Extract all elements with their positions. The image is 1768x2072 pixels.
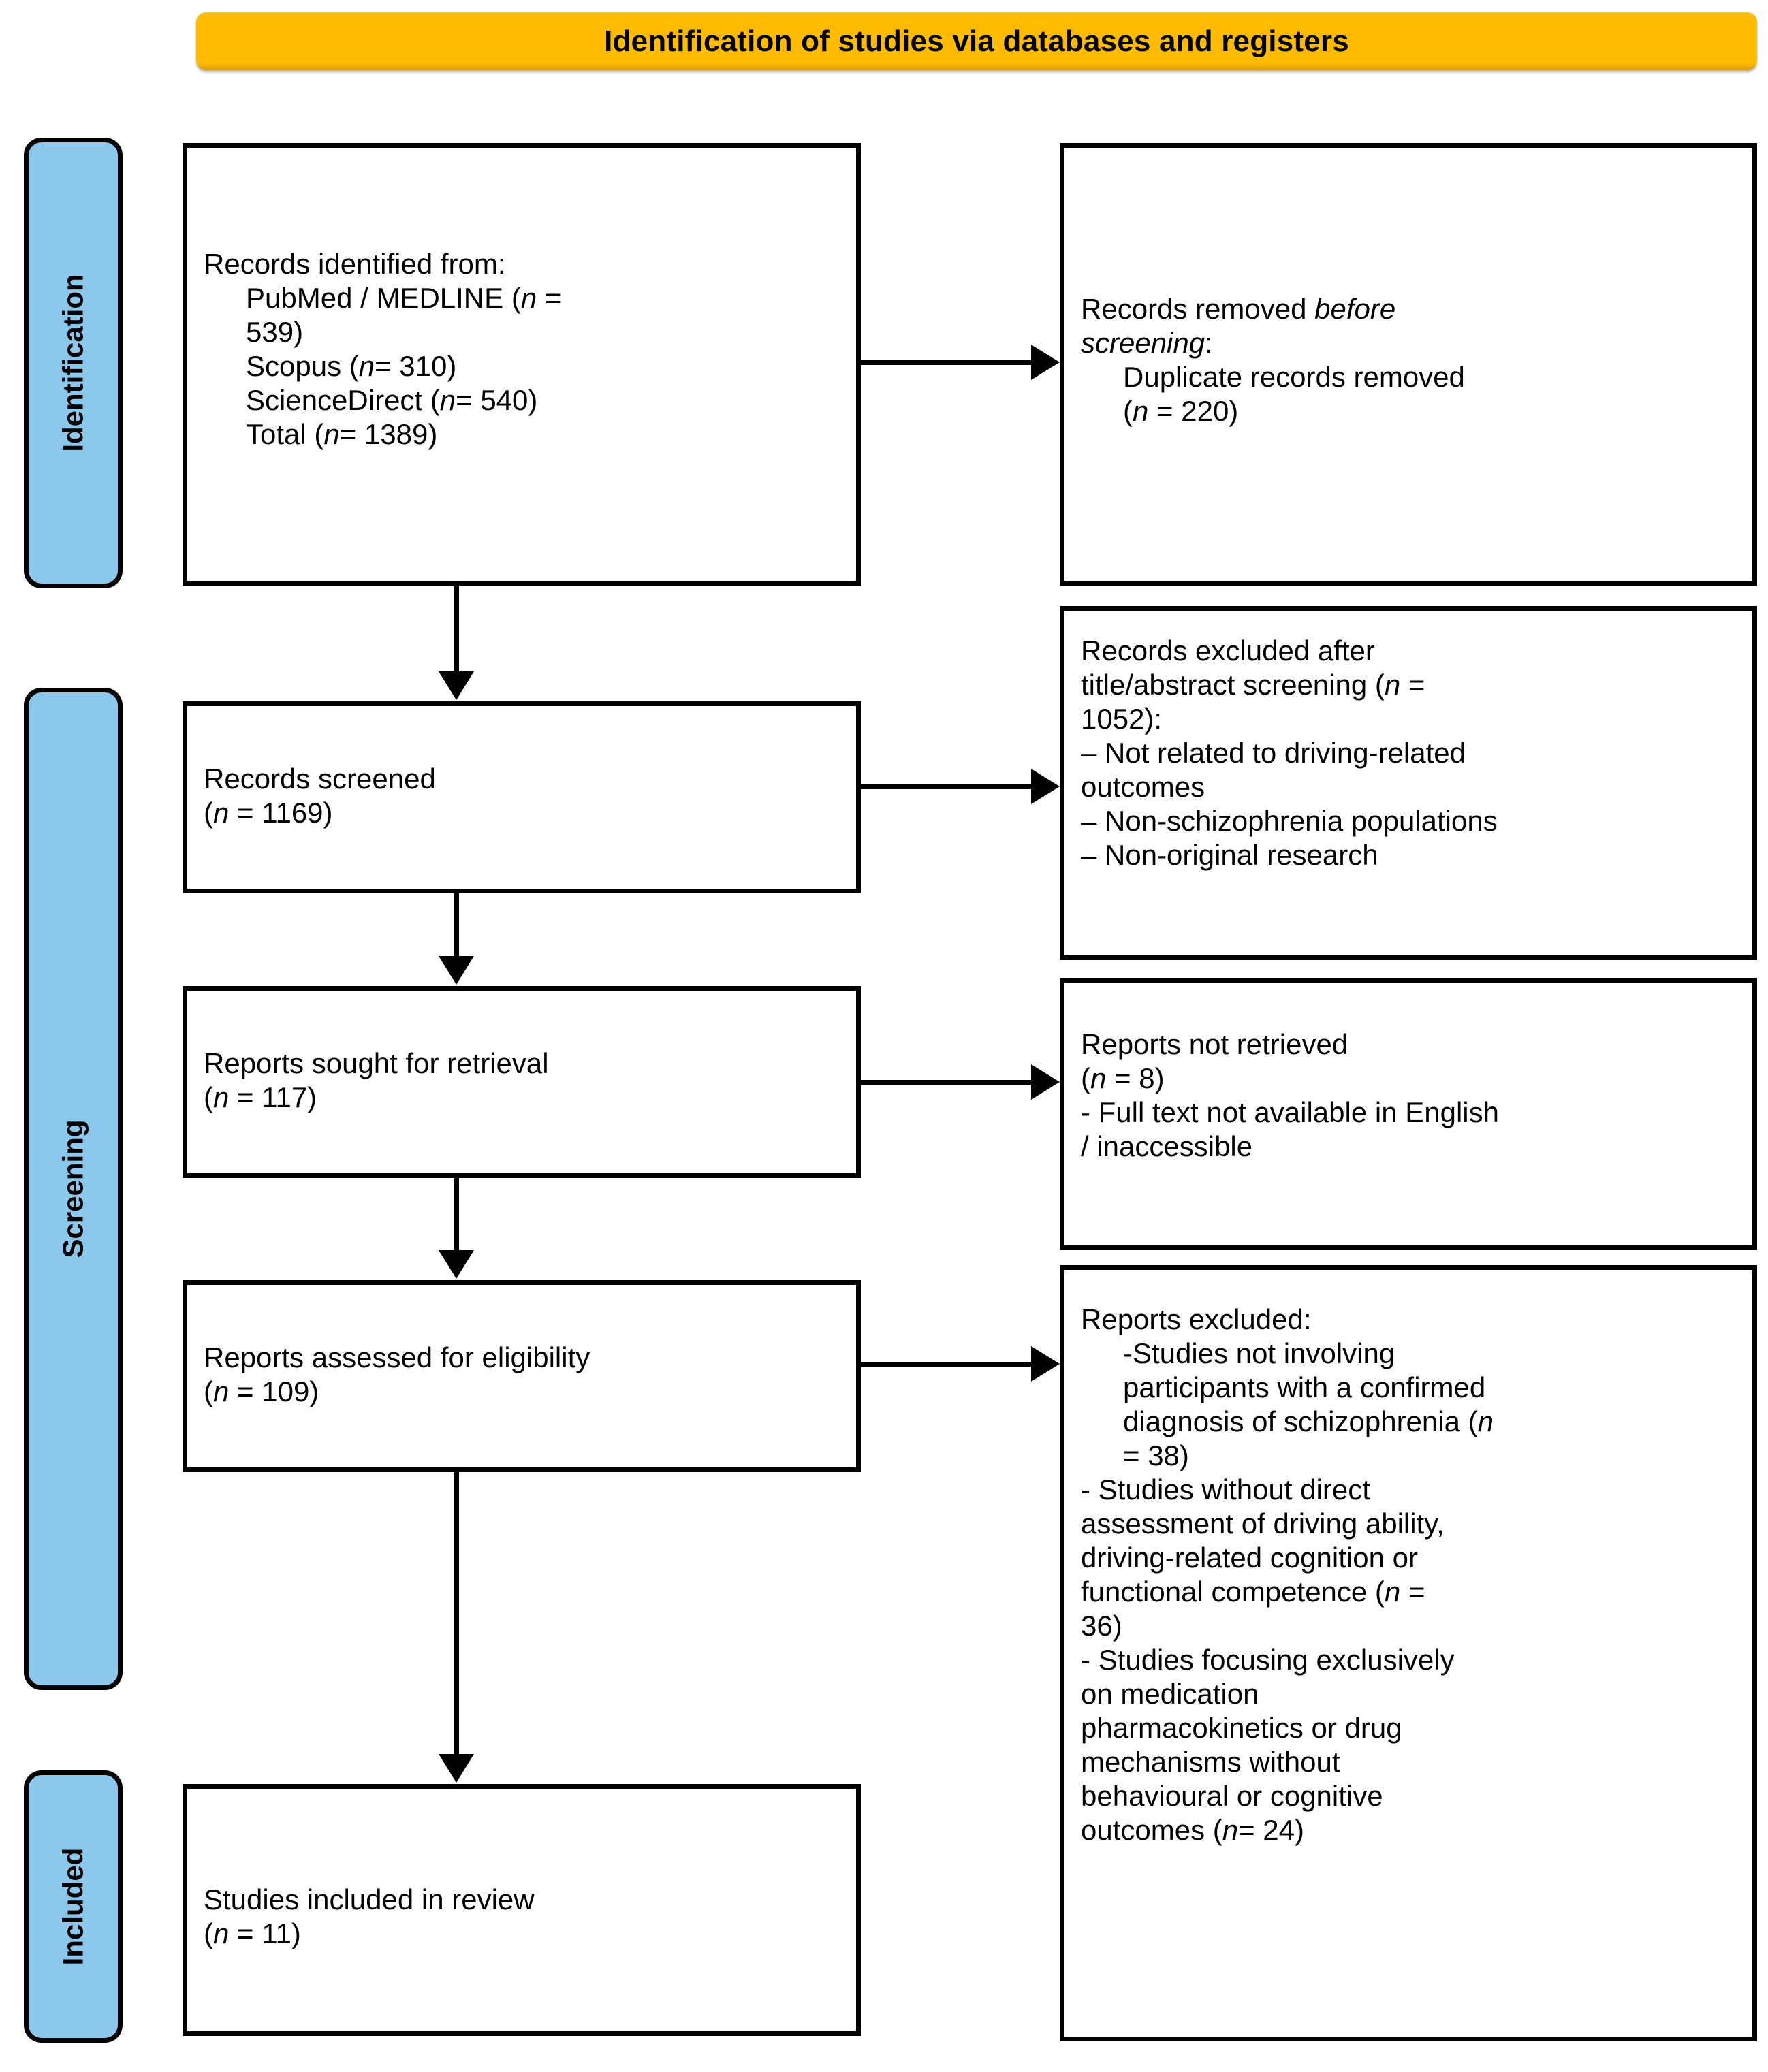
connector-screened-to-sought	[454, 893, 459, 957]
records-excluded-count: 1052):	[1081, 702, 1163, 735]
connector-screened-to-excluded	[859, 784, 1034, 789]
connector-sought-to-notretrieved	[859, 1080, 1034, 1085]
studies-included-count: (n = 11)	[204, 1917, 301, 1949]
reports-excluded-reason-1-cont-b: diagnosis of schizophrenia (n	[1123, 1405, 1494, 1437]
diagram-header-banner: Identification of studies via databases …	[196, 12, 1757, 70]
records-excluded-heading-cont: title/abstract screening (n =	[1081, 668, 1425, 701]
reports-excluded-reason-3-cont-a: on medication	[1081, 1677, 1259, 1710]
diagram-title: Identification of studies via databases …	[604, 24, 1349, 58]
arrow-sought-to-notretrieved	[1031, 1064, 1060, 1100]
reports-excluded-reason-2-cont-c: functional competence (n =	[1081, 1575, 1425, 1608]
reports-excluded-reason-1-count: = 38)	[1123, 1439, 1189, 1471]
reports-excluded-reason-2-cont-a: assessment of driving ability,	[1081, 1507, 1445, 1540]
records-screened-heading: Records screened	[204, 763, 436, 795]
box-reports-sought: Reports sought for retrieval (n = 117)	[183, 986, 861, 1178]
connector-identified-to-screened	[454, 586, 459, 674]
connector-assessed-to-included	[454, 1472, 459, 1757]
connector-identified-to-removed	[859, 360, 1034, 365]
arrow-sought-to-assessed	[439, 1250, 474, 1279]
arrow-identified-to-removed	[1031, 345, 1060, 380]
box-records-removed: Records removed before screening: Duplic…	[1060, 143, 1757, 586]
connector-sought-to-assessed	[454, 1178, 459, 1252]
reports-assessed-heading: Reports assessed for eligibility	[204, 1341, 590, 1373]
box-records-identified: Records identified from: PubMed / MEDLIN…	[183, 143, 861, 586]
reports-excluded-reason-3-cont-b: pharmacokinetics or drug	[1081, 1711, 1402, 1744]
studies-included-heading: Studies included in review	[204, 1883, 535, 1915]
records-excluded-heading: Records excluded after	[1081, 635, 1375, 667]
connector-assessed-to-excluded	[859, 1362, 1034, 1367]
records-removed-heading: Records removed before	[1081, 293, 1396, 325]
box-reports-excluded: Reports excluded: -Studies not involving…	[1060, 1265, 1757, 2041]
records-identified-pubmed-count: 539)	[246, 315, 304, 348]
arrow-assessed-to-included	[439, 1754, 474, 1783]
stage-label-identification-text: Identification	[57, 274, 89, 452]
reports-excluded-reason-3-count: outcomes (n= 24)	[1081, 1813, 1305, 1846]
records-removed-duplicates: Duplicate records removed	[1123, 360, 1465, 393]
stage-label-screening: Screening	[24, 688, 123, 1690]
arrow-screened-to-excluded	[1031, 769, 1060, 804]
records-excluded-reason-1-cont: outcomes	[1081, 770, 1205, 803]
reports-excluded-reason-3-cont-c: mechanisms without	[1081, 1745, 1340, 1778]
reports-assessed-count: (n = 109)	[204, 1375, 319, 1407]
box-reports-assessed: Reports assessed for eligibility (n = 10…	[183, 1280, 861, 1472]
records-excluded-reason-1: – Not related to driving-related	[1081, 736, 1466, 769]
records-identified-scopus: Scopus (n= 310)	[246, 349, 457, 382]
reports-excluded-heading: Reports excluded:	[1081, 1303, 1312, 1335]
stage-label-included: Included	[24, 1770, 123, 2043]
arrow-assessed-to-excluded	[1031, 1346, 1060, 1382]
reports-excluded-reason-2-count: 36)	[1081, 1609, 1122, 1642]
reports-excluded-reason-1-cont-a: participants with a confirmed	[1123, 1371, 1486, 1403]
reports-excluded-reason-3-cont-d: behavioural or cognitive	[1081, 1779, 1383, 1812]
box-records-screened: Records screened (n = 1169)	[183, 701, 861, 893]
reports-sought-heading: Reports sought for retrieval	[204, 1047, 549, 1079]
reports-not-retrieved-count: (n = 8)	[1081, 1062, 1165, 1094]
arrow-screened-to-sought	[439, 956, 474, 985]
box-studies-included: Studies included in review (n = 11)	[183, 1784, 861, 2036]
records-removed-heading-cont: screening:	[1081, 326, 1213, 359]
stage-label-identification: Identification	[24, 138, 123, 588]
records-identified-sciencedirect: ScienceDirect (n= 540)	[246, 383, 538, 416]
records-screened-count: (n = 1169)	[204, 796, 333, 829]
stage-label-screening-text: Screening	[57, 1119, 89, 1258]
box-records-excluded-screening: Records excluded after title/abstract sc…	[1060, 606, 1757, 960]
records-identified-heading: Records identified from:	[204, 248, 506, 280]
reports-excluded-reason-1: -Studies not involving	[1123, 1337, 1395, 1369]
reports-not-retrieved-reason: - Full text not available in English	[1081, 1096, 1499, 1128]
stage-label-included-text: Included	[57, 1847, 89, 1966]
records-removed-duplicates-count: (n = 220)	[1123, 394, 1239, 427]
reports-excluded-reason-2: - Studies without direct	[1081, 1473, 1370, 1505]
reports-excluded-reason-3: - Studies focusing exclusively	[1081, 1643, 1455, 1676]
records-identified-total: Total (n= 1389)	[246, 417, 438, 450]
arrow-identified-to-screened	[439, 671, 474, 700]
records-excluded-reason-3: – Non-original research	[1081, 838, 1378, 871]
reports-sought-count: (n = 117)	[204, 1081, 317, 1113]
records-identified-pubmed: PubMed / MEDLINE (n =	[246, 281, 562, 314]
box-reports-not-retrieved: Reports not retrieved (n = 8) - Full tex…	[1060, 978, 1757, 1250]
reports-not-retrieved-heading: Reports not retrieved	[1081, 1028, 1348, 1060]
records-excluded-reason-2: – Non-schizophrenia populations	[1081, 804, 1498, 837]
reports-excluded-reason-2-cont-b: driving-related cognition or	[1081, 1541, 1418, 1574]
reports-not-retrieved-reason-cont: / inaccessible	[1081, 1130, 1253, 1162]
